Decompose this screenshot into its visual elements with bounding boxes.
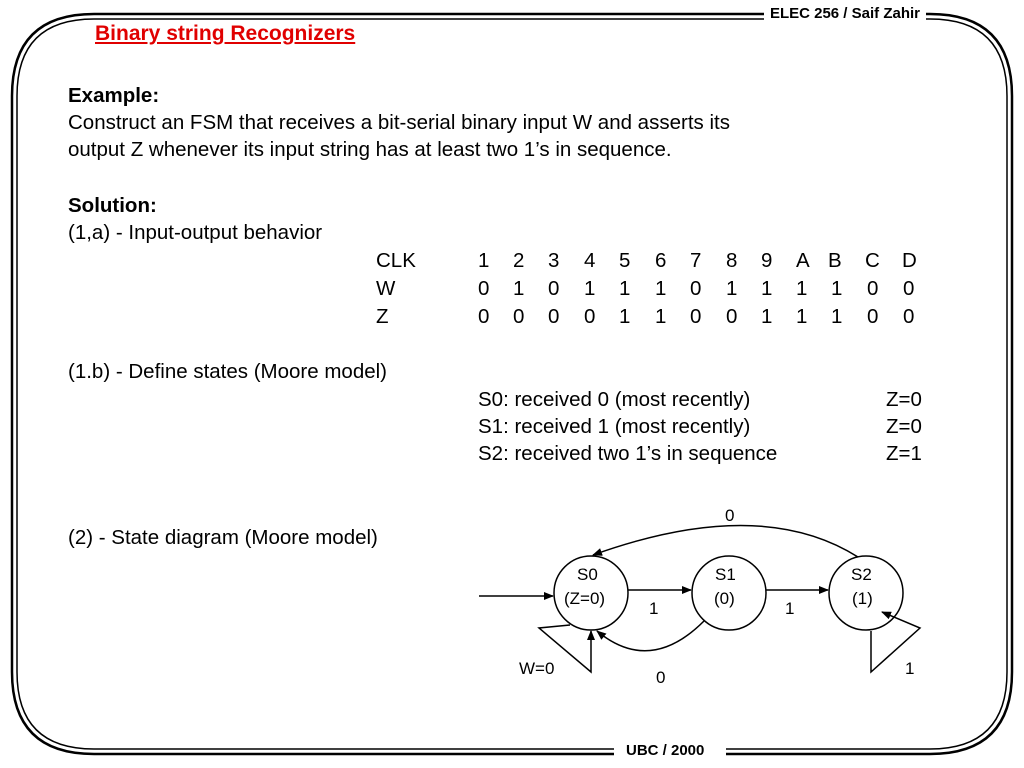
- table-cell: 0: [548, 305, 560, 328]
- step-1b-label: (1.b) - Define states (Moore model): [68, 360, 388, 383]
- table-cell: 0: [478, 277, 490, 300]
- table-cell: 7: [690, 249, 702, 272]
- table-cell: 1: [726, 277, 738, 300]
- table-cell: 0: [867, 305, 879, 328]
- table-cell: 1: [655, 305, 667, 328]
- table-cell: 3: [548, 249, 560, 272]
- table-cell: 1: [831, 277, 843, 300]
- table-cell: B: [828, 249, 842, 272]
- table-cell: 0: [513, 305, 525, 328]
- course-header: ELEC 256 / Saif Zahir: [763, 5, 926, 23]
- example-text-line-2: output Z whenever its input string has a…: [68, 138, 672, 161]
- state-definition: S0: received 0 (most recently): [478, 388, 751, 411]
- table-cell: 0: [548, 277, 560, 300]
- edge-s1-s0: [596, 620, 705, 652]
- state-definition: S2: received two 1’s in sequence: [478, 442, 778, 465]
- self-loop-s0: [537, 624, 595, 674]
- table-cell: C: [865, 249, 880, 272]
- table-cell: 8: [726, 249, 738, 272]
- table-cell: 0: [690, 277, 702, 300]
- self-loop-s2: [870, 611, 922, 674]
- edge-label: 1: [905, 659, 915, 678]
- edge-label: W=0: [519, 659, 555, 678]
- table-cell: 1: [796, 277, 808, 300]
- table-cell: 0: [690, 305, 702, 328]
- step-2-label: (2) - State diagram (Moore model): [68, 526, 378, 549]
- table-cell: 6: [655, 249, 667, 272]
- table-cell: 1: [796, 305, 808, 328]
- table-cell: 1: [619, 277, 631, 300]
- table-cell: 1: [655, 277, 667, 300]
- state-output: Z=0: [886, 388, 922, 411]
- edge-label: 0: [656, 668, 666, 687]
- table-cell: 1: [584, 277, 596, 300]
- table-cell: 9: [761, 249, 773, 272]
- table-cell: 5: [619, 249, 631, 272]
- state-node-s2: [828, 555, 904, 631]
- table-cell: 1: [619, 305, 631, 328]
- institution-footer: UBC / 2000: [620, 742, 711, 760]
- state-node-s1: [691, 555, 767, 631]
- edge-label: 1: [785, 599, 795, 618]
- table-cell: 0: [867, 277, 879, 300]
- node-output: (Z=0): [564, 589, 606, 608]
- example-text-line-1: Construct an FSM that receives a bit-ser…: [68, 111, 730, 134]
- solution-heading: Solution:: [68, 194, 157, 217]
- node-output: (1): [852, 589, 873, 608]
- state-output: Z=0: [886, 415, 922, 438]
- table-row-label: W: [376, 277, 396, 300]
- table-cell: D: [902, 249, 917, 272]
- node-name: S0: [577, 565, 598, 584]
- table-cell: 1: [478, 249, 490, 272]
- table-cell: 2: [513, 249, 525, 272]
- table-cell: 0: [903, 277, 915, 300]
- example-heading: Example:: [68, 84, 160, 107]
- slide-title: Binary string Recognizers: [95, 22, 356, 45]
- table-cell: 0: [903, 305, 915, 328]
- table-cell: 1: [761, 305, 773, 328]
- edge-s2-s0: [592, 524, 859, 558]
- table-cell: 0: [478, 305, 490, 328]
- table-row-label: Z: [376, 305, 389, 328]
- table-cell: A: [796, 249, 810, 272]
- edge-label: 0: [725, 506, 735, 525]
- node-output: (0): [714, 589, 735, 608]
- state-output: Z=1: [886, 442, 922, 465]
- table-cell: 1: [831, 305, 843, 328]
- table-row-label: CLK: [376, 249, 416, 272]
- node-name: S1: [715, 565, 736, 584]
- step-1a-label: (1,a) - Input-output behavior: [68, 221, 323, 244]
- table-cell: 1: [513, 277, 525, 300]
- node-name: S2: [851, 565, 872, 584]
- table-cell: 1: [761, 277, 773, 300]
- edge-label: 1: [649, 599, 659, 618]
- table-cell: 0: [584, 305, 596, 328]
- table-cell: 0: [726, 305, 738, 328]
- state-definition: S1: received 1 (most recently): [478, 415, 751, 438]
- table-cell: 4: [584, 249, 596, 272]
